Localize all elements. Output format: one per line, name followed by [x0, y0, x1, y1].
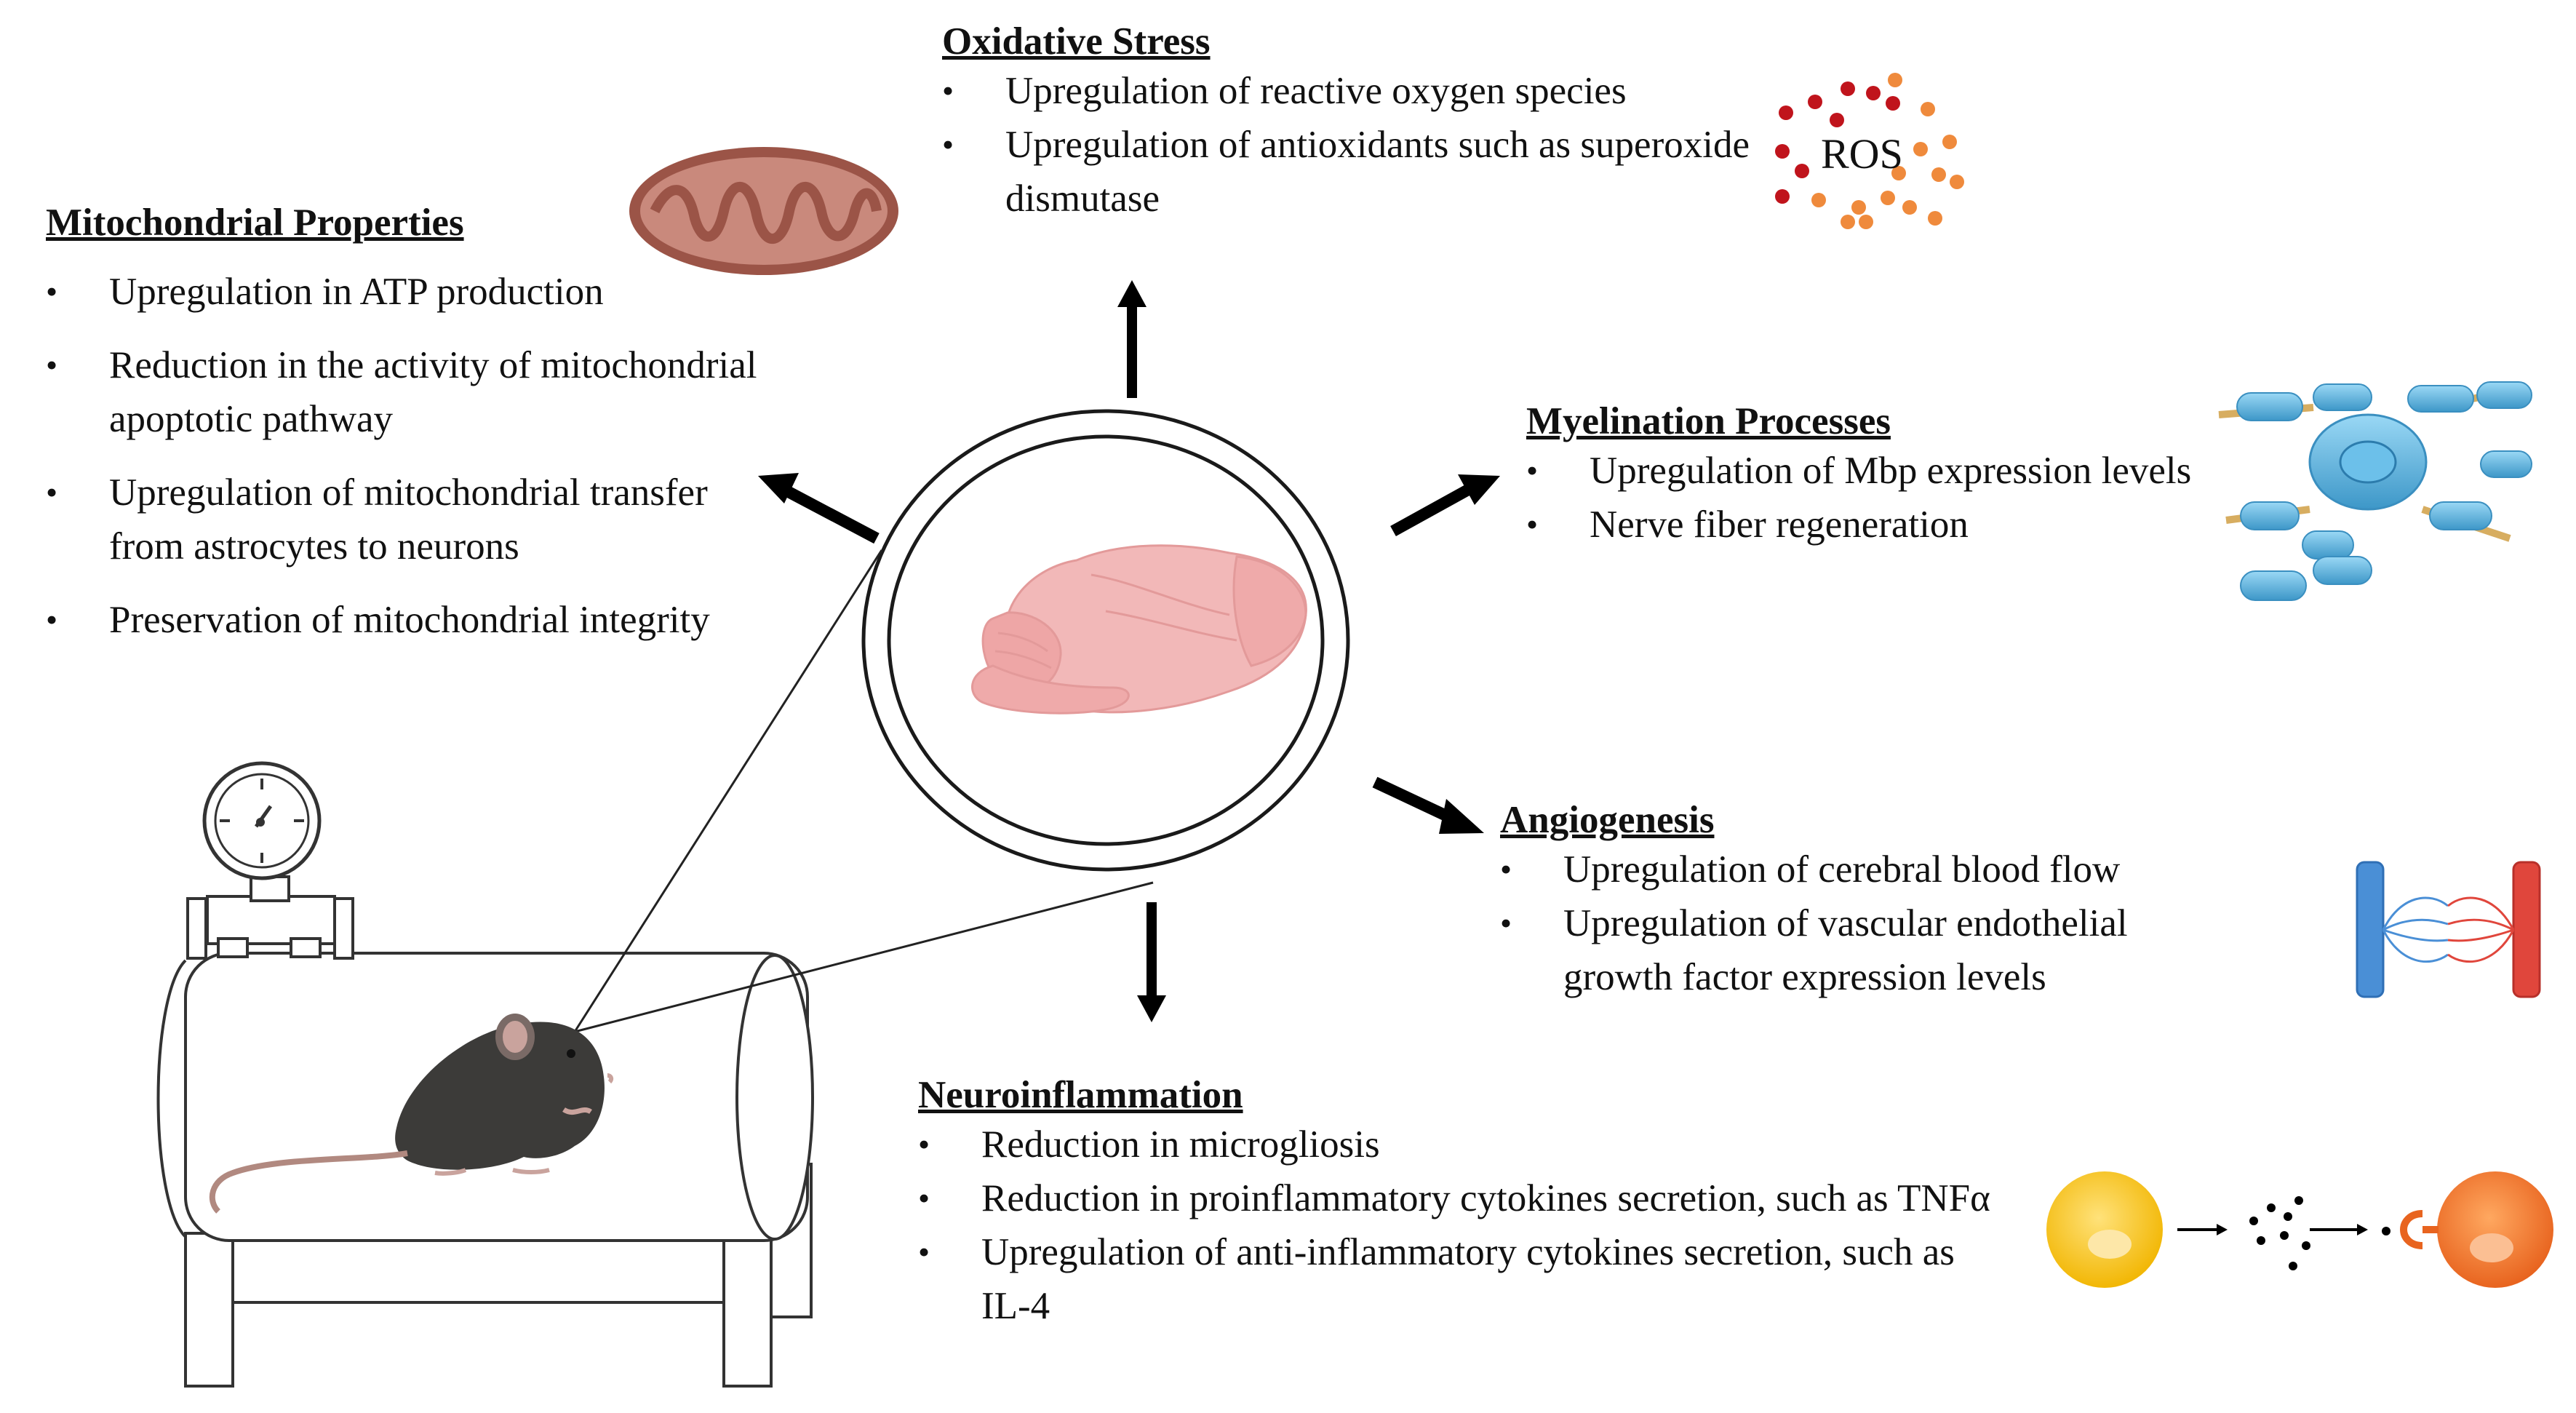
pressure-gauge-icon — [202, 761, 322, 880]
mitochondrion-icon — [629, 147, 898, 275]
ros-particle — [1891, 166, 1906, 180]
ros-particle — [1902, 200, 1917, 215]
angiogenesis-item: Upregulation of vascular endothelial gro… — [1500, 896, 2228, 1004]
ros-particle — [1921, 102, 1935, 116]
arrow-lower-right — [1372, 776, 1484, 834]
oxidative-list: Upregulation of reactive oxygen species … — [942, 64, 1786, 226]
ros-particle — [1841, 215, 1855, 229]
arrow-up — [1117, 280, 1147, 398]
ros-particles-icon — [1775, 73, 1964, 229]
myelination-panel: Myelination Processes Upregulation of Mb… — [1526, 399, 2225, 552]
ros-particle — [1886, 96, 1900, 111]
ros-particle — [1928, 211, 1942, 226]
ros-particle — [1950, 175, 1964, 189]
neuroinflammation-item: Reduction in proinflammatory cytokines s… — [918, 1171, 2002, 1225]
mitochondrial-heading: Mitochondrial Properties — [46, 202, 464, 244]
arrow-down — [1137, 902, 1166, 1022]
ros-particle — [1811, 193, 1826, 207]
ros-particle — [1881, 191, 1895, 205]
mitochondrial-item: Upregulation of mitochondrial transfer f… — [46, 466, 788, 573]
mitochondrial-item: Preservation of mitochondrial integrity — [46, 593, 788, 647]
brain-icon — [971, 544, 1307, 715]
ros-particle — [1859, 215, 1873, 229]
ros-particle — [1913, 142, 1928, 156]
ros-particle — [1866, 86, 1881, 100]
ros-particle — [1830, 113, 1844, 127]
ros-particle — [1942, 135, 1957, 149]
neuroinflammation-item: Reduction in microgliosis — [918, 1118, 2002, 1171]
mitochondrial-panel: Mitochondrial Properties Upregulation in… — [46, 200, 788, 647]
neuroinflammation-heading: Neuroinflammation — [918, 1074, 1243, 1116]
angiogenesis-panel: Angiogenesis Upregulation of cerebral bl… — [1500, 797, 2228, 1004]
arrow-upper-right — [1390, 474, 1500, 537]
angiogenesis-list: Upregulation of cerebral blood flow Upre… — [1500, 843, 2228, 1004]
neuroinflammation-item: Upregulation of anti-inflammatory cytoki… — [918, 1225, 2002, 1333]
ros-particle — [1851, 200, 1866, 215]
mitochondrial-item: Upregulation in ATP production — [46, 265, 788, 319]
oxidative-item: Upregulation of antioxidants such as sup… — [942, 118, 1786, 226]
neuroinflammation-list: Reduction in microgliosis Reduction in p… — [918, 1118, 2002, 1333]
angiogenesis-item: Upregulation of cerebral blood flow — [1500, 843, 2228, 896]
myelination-item: Upregulation of Mbp expression levels — [1526, 444, 2225, 498]
ros-particle — [1808, 95, 1822, 109]
oxidative-panel: Oxidative Stress Upregulation of reactiv… — [942, 19, 1786, 226]
myelination-item: Nerve fiber regeneration — [1526, 498, 2225, 552]
mouse-icon — [209, 1014, 614, 1214]
mitochondrial-list: Upregulation in ATP production Reduction… — [46, 265, 788, 647]
myelinated-neuron-icon — [2218, 381, 2532, 601]
neuroinflammation-panel: Neuroinflammation Reduction in microglio… — [918, 1072, 2002, 1333]
cytokine-signaling-icon — [2046, 1171, 2553, 1288]
myelination-heading: Myelination Processes — [1526, 400, 1891, 442]
ros-particle — [1931, 167, 1946, 182]
oxidative-item: Upregulation of reactive oxygen species — [942, 64, 1786, 118]
mitochondrial-item: Reduction in the activity of mitochondri… — [46, 338, 788, 446]
zoom-lines — [573, 549, 1154, 1033]
ros-particle — [1841, 81, 1855, 96]
ros-label: ROS — [1821, 130, 1903, 178]
blood-vessel-icon — [2356, 861, 2541, 998]
angiogenesis-heading: Angiogenesis — [1500, 799, 1715, 841]
oxidative-heading: Oxidative Stress — [942, 20, 1211, 63]
ros-particle — [1795, 164, 1809, 178]
ros-particle — [1888, 73, 1902, 87]
myelination-list: Upregulation of Mbp expression levels Ne… — [1526, 444, 2225, 552]
